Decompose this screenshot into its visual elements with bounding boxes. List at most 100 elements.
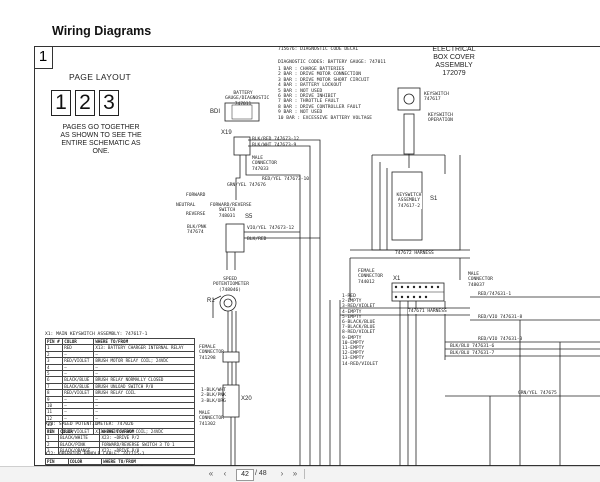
- battery-gauge-label: BATTERY GAUGE/DIAGNOSTIC 747011: [225, 91, 270, 107]
- decal-code-9: 9 BAR : NOT USED: [278, 110, 323, 116]
- speed-pot: [219, 294, 237, 312]
- x20-pin-3: 3-BLK/ORG: [201, 398, 226, 404]
- electrical-box-title: ELECTRICAL BOX COVER ASSEMBLY 172079: [424, 46, 484, 78]
- wire-vio-yel: VIO/YEL 747673-12: [247, 226, 295, 231]
- diagram-frame: [34, 46, 600, 466]
- s1-label: S1: [430, 196, 438, 202]
- battery-gauge-box: [224, 102, 260, 122]
- elec-line-3: ASSEMBLY: [435, 62, 473, 69]
- wiring-schematic: [212, 87, 600, 466]
- keyswitch-op-label: KEYSWITCH OPERATION: [428, 113, 453, 124]
- x1-pin-7: 7-BLACK/BLUE: [342, 325, 376, 331]
- page-layout-note: PAGES GO TOGETHER AS SHOWN TO SEE THE EN…: [60, 124, 142, 155]
- x1-pin-13: 13-EMPTY: [342, 356, 365, 362]
- sheet-number: 1: [34, 46, 53, 69]
- wire-red-yel-10: RED/YEL 747673-10: [262, 177, 310, 182]
- speed-pot-label: SPEED POTENTIOMETER (748046): [213, 277, 249, 293]
- elec-line-2: BOX COVER: [433, 54, 475, 61]
- table-cell: 3: [44, 447, 60, 455]
- x20-label: X20: [241, 396, 252, 402]
- x1-pin-10: 10-EMPTY: [342, 340, 365, 346]
- next-page-button[interactable]: ›: [280, 469, 284, 478]
- keyswitch-body: [397, 87, 421, 111]
- decal-title: 715676: DIAGNOSTIC CODE DECAL: [278, 47, 359, 52]
- r1-label: R1: [207, 298, 215, 304]
- male-connector-2: MALE CONNECTOR 741302: [199, 411, 224, 427]
- x20-table-caption: X20: SPEED POTENTIOMETER: 747026: [45, 422, 134, 427]
- female-connector-2: FEMALE CONNECTOR 744012: [358, 269, 383, 285]
- page-number-input[interactable]: 42: [236, 469, 254, 481]
- decal-code-3: 3 BAR : DRIVE MOTOR SHORT CIRCUIT: [278, 77, 370, 83]
- x1-pin-14: 14-RED/VIOLET: [342, 361, 378, 367]
- elec-line-4: 172079: [442, 70, 466, 77]
- page-total: / 48: [255, 470, 267, 477]
- female-connector-1: FEMALE CONNECTOR 741298: [199, 345, 224, 361]
- x1-pin-3: 3-RED/VIOLET: [342, 304, 376, 310]
- wire-blk-red-12: BLK/RED 747673-12: [252, 137, 300, 142]
- layout-box-3: 3: [99, 90, 119, 116]
- decal-code-7: 7 BAR : THROTTLE FAULT: [278, 99, 339, 105]
- table-cell: BRUSH UNLOAD SWITCH P/8: [93, 382, 195, 391]
- x1-pin-9: 9-EMPTY: [342, 335, 362, 341]
- table-cell: BLACK/WHITE: [58, 434, 101, 442]
- neutral-label: NEUTRAL: [176, 203, 196, 208]
- wire-blk-wht-9: BLK/WHT 747673-9: [252, 143, 297, 148]
- table-cell: X13: BATTERY CHARGER INTERNAL RELAY: [93, 344, 195, 352]
- x22-table-caption: X22: OPERATOR HANDLE CABLE: 747715-1: [45, 452, 145, 457]
- table-cell: RED/VIOLET: [62, 389, 95, 397]
- table-cell: BLACK/BLUE: [62, 382, 95, 391]
- toolbar-separator: [304, 469, 305, 479]
- page-title: Wiring Diagrams: [52, 24, 152, 38]
- table-cell: BRUSH MOTOR RELAY COIL; 24VDC: [93, 357, 195, 365]
- pdf-toolbar: « ‹ 42 / 48 › »: [0, 466, 600, 482]
- x1-pin-6: 6-BLACK/BLUE: [342, 320, 376, 325]
- harness-71-label: 747671 HARNESS: [408, 309, 447, 315]
- bdi-label: BDI: [210, 109, 221, 115]
- fwd-rev-switch-label: FORWARD/REVERSE SWITCH 748031: [210, 203, 252, 219]
- wire-blk-blu-7: BLK/BLU 747631-7: [450, 351, 495, 356]
- x19-connector: [233, 136, 251, 156]
- keyswitch-assembly: [391, 171, 423, 241]
- wire-blk-blu-6: BLK/BLU 747631-6: [450, 344, 495, 349]
- decal-code-5: 5 BAR : NOT USED: [278, 88, 323, 94]
- keyswitch-assembly-label: KEYSWITCH ASSEMBLY 747617-2: [396, 193, 422, 210]
- x19-label: X19: [221, 130, 232, 136]
- layout-box-2: 2: [75, 90, 95, 116]
- table-cell: RED/VIOLET: [62, 357, 95, 365]
- first-page-button[interactable]: «: [208, 469, 214, 478]
- table-header-cell: PIN: [44, 427, 60, 436]
- x1-pin-5: 5-EMPTY: [342, 314, 362, 320]
- x1-pin-1: 1-RED: [342, 294, 356, 299]
- s5-label: S5: [245, 214, 253, 220]
- wire-red-vio-8: RED/VIO 747631-8: [478, 315, 523, 320]
- table-cell: BLACK/ORANGE: [58, 447, 101, 455]
- decal-code-2: 2 BAR : DRIVE MOTOR CONNECTION: [278, 72, 361, 78]
- x20-pin-2: 2-BLK/PNK: [201, 393, 226, 399]
- wire-blk-red: BLK/RED: [247, 237, 267, 242]
- last-page-button[interactable]: »: [292, 469, 298, 478]
- forward-label: FORWARD: [186, 193, 206, 198]
- layout-box-1: 1: [51, 90, 71, 116]
- x1-table-caption: X1: MAIN KEYSWITCH ASSEMBLY: 747617-1: [45, 332, 148, 337]
- fwd-rev-switch: [225, 223, 245, 253]
- wire-grn-yel-747676: GRN/YEL 747676: [227, 183, 266, 188]
- decal-subtitle: DIAGNOSTIC CODES: BATTERY GAUGE: 747011: [278, 60, 386, 65]
- table-header-cell: PIN #: [44, 337, 64, 346]
- prev-page-button[interactable]: ‹: [223, 469, 227, 478]
- table-cell: BLACK/BLUE: [62, 376, 95, 384]
- male-connector-1: MALE CONNECTOR 747033: [252, 156, 277, 172]
- elec-line-1: ELECTRICAL: [432, 46, 476, 53]
- page-layout-label: PAGE LAYOUT: [68, 72, 132, 82]
- decal-code-8: 8 BAR : DRIVE CONTROLLER FAULT: [278, 104, 361, 110]
- x20-pin-1: 1-BLK/WHT: [201, 388, 226, 393]
- table-cell: FORWARD/REVERSE SWITCH 3 TO 1: [99, 440, 195, 449]
- table-cell: BRUSH RELAY NORMALLY CLOSED: [93, 376, 195, 384]
- x1-label: X1: [393, 276, 401, 282]
- table-cell: X23: ~DRIVE P/8: [99, 447, 195, 455]
